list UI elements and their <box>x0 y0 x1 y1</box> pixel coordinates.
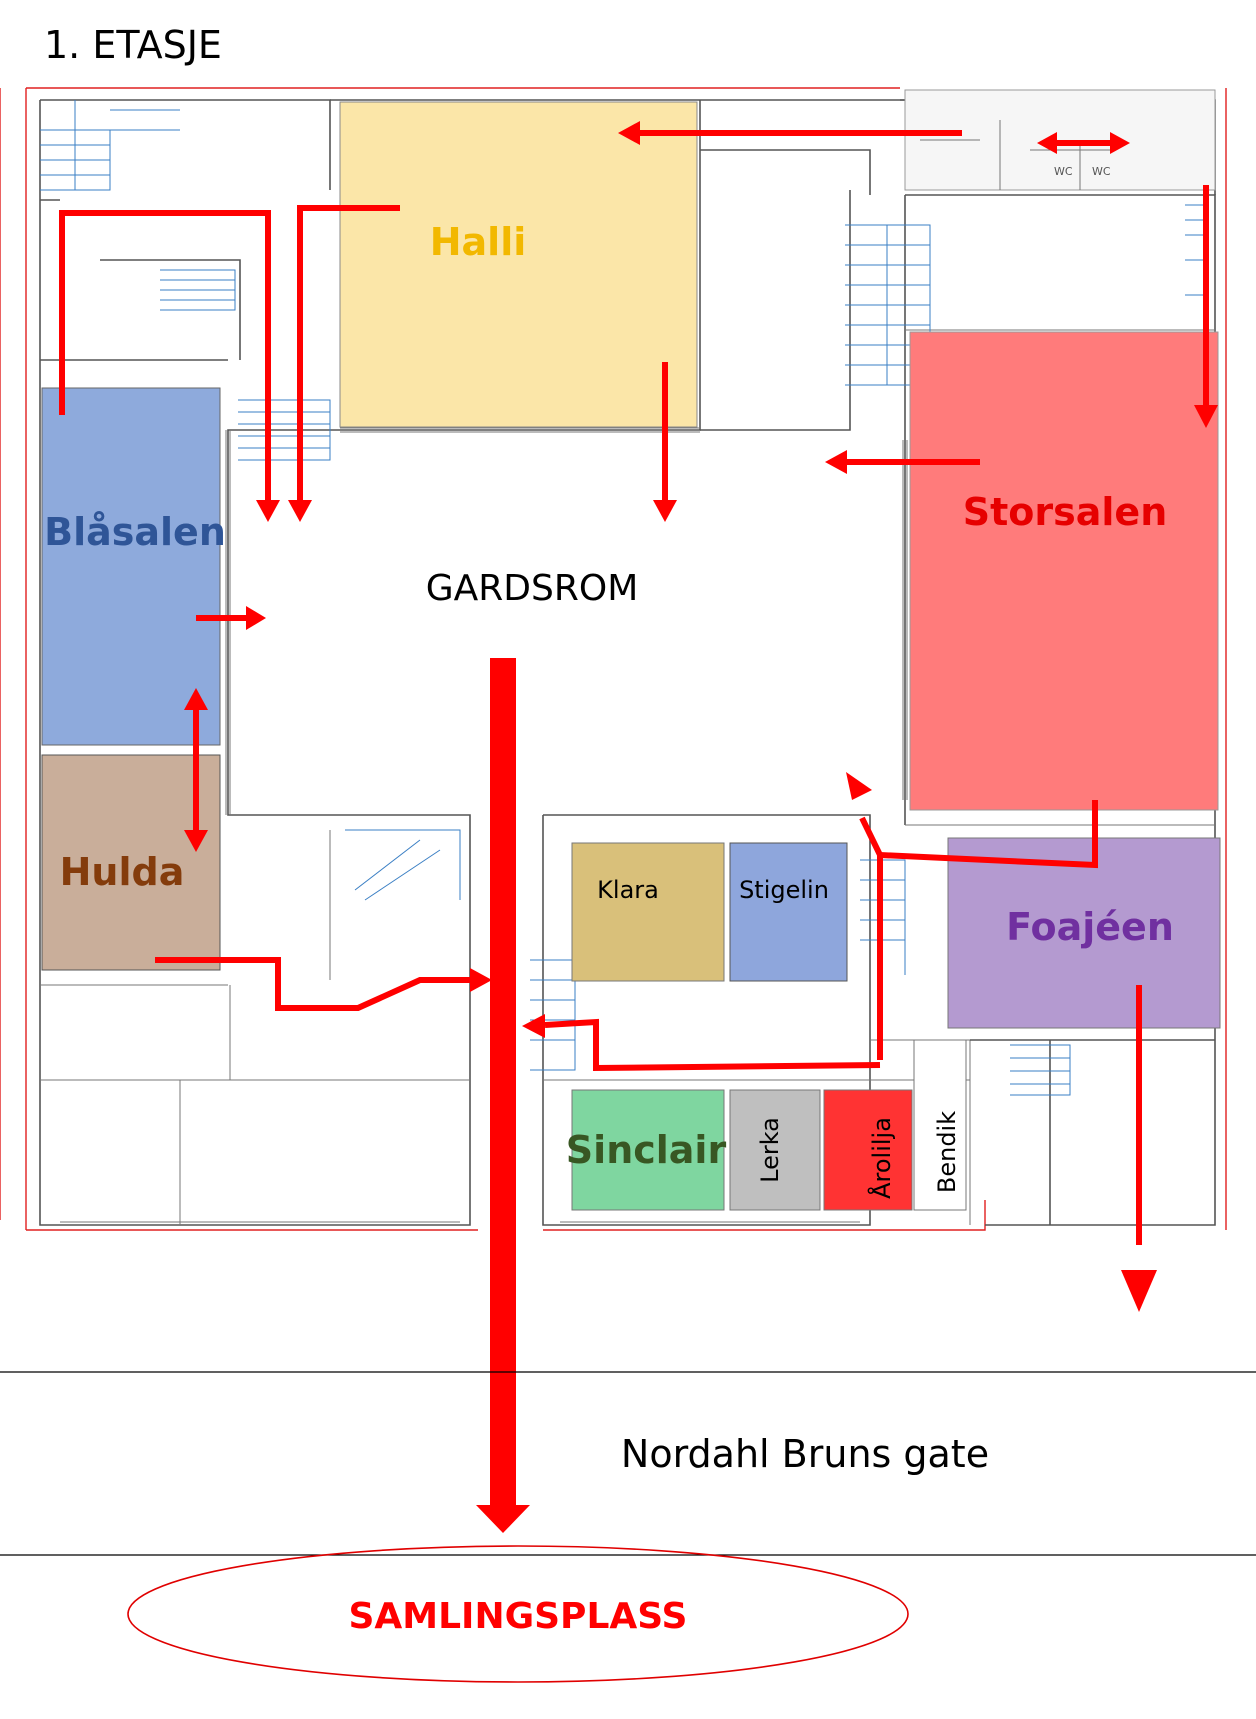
room-label-blasalen: Blåsalen <box>44 510 226 554</box>
route-line <box>544 1018 881 1072</box>
rooms <box>41 101 1221 1211</box>
window-ticks <box>60 427 908 1223</box>
escape-routes <box>59 121 1218 1533</box>
route-line <box>297 205 400 500</box>
courtyard-label: GARDSROM <box>426 568 639 609</box>
street-label: Nordahl Bruns gate <box>621 1432 989 1476</box>
room-label-lerka: Lerka <box>756 1117 784 1183</box>
room-label-bendik: Bendik <box>933 1111 961 1193</box>
room-label-arolilja: Årolilja <box>867 1117 896 1199</box>
room-storsalen[interactable] <box>909 331 1219 811</box>
route-line <box>859 816 883 1060</box>
room-lerka[interactable] <box>729 1089 821 1211</box>
room-label-halli: Halli <box>430 220 527 264</box>
route-arrowhead <box>1194 405 1218 428</box>
route-arrowhead <box>618 121 640 145</box>
room-label-storsalen: Storsalen <box>963 490 1168 534</box>
assembly-label: SAMLINGSPLASS <box>349 1596 688 1637</box>
route-arrowhead <box>825 450 847 474</box>
room-hulda[interactable] <box>41 754 221 971</box>
floor-title: 1. ETASJE <box>44 23 222 67</box>
room-label-foajeen: Foajéen <box>1006 905 1174 949</box>
room-label-stigelin: Stigelin <box>739 876 829 904</box>
room-arolilja[interactable] <box>823 1089 913 1211</box>
room-foajeen[interactable] <box>947 837 1221 1029</box>
room-labels: Halli Blåsalen Storsalen Hulda Foajéen K… <box>44 220 1174 1199</box>
route-arrowhead <box>470 968 492 992</box>
room-sinclair[interactable] <box>571 1089 725 1211</box>
route-arrowhead <box>476 1505 530 1533</box>
route-arrowhead <box>1037 132 1057 154</box>
route-arrowhead <box>246 606 266 630</box>
room-halli[interactable] <box>339 101 698 428</box>
main-escape-route <box>490 658 516 1513</box>
room-klara[interactable] <box>571 842 725 982</box>
route-line <box>59 210 271 500</box>
room-label-sinclair: Sinclair <box>566 1128 727 1172</box>
route-arrowhead <box>522 1014 545 1038</box>
route-arrowhead <box>653 500 677 522</box>
route-arrowhead <box>184 830 208 852</box>
room-label-hulda: Hulda <box>60 850 185 894</box>
wc-label-2: WC <box>1092 165 1111 178</box>
wc-label-1: WC <box>1054 165 1073 178</box>
route-arrowhead <box>1121 1270 1157 1312</box>
room-label-klara: Klara <box>597 876 659 904</box>
room-bendik[interactable] <box>913 1039 967 1211</box>
route-arrowhead <box>256 500 280 522</box>
room-stigelin[interactable] <box>729 842 848 982</box>
assembly-point <box>127 1545 909 1683</box>
route-line <box>879 800 1098 869</box>
route-line <box>155 957 470 1011</box>
route-arrowhead <box>288 500 312 522</box>
route-arrowhead <box>1110 132 1130 154</box>
route-arrowhead <box>184 688 208 710</box>
route-arrowhead <box>846 772 872 800</box>
room-blasalen[interactable] <box>41 387 221 746</box>
